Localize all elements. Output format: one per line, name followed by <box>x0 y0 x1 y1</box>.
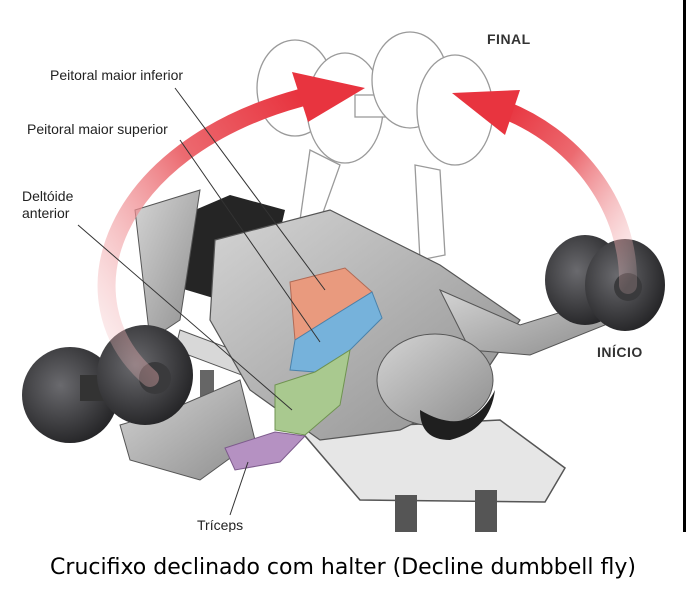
label-final: FINAL <box>487 31 531 47</box>
exercise-illustration <box>22 31 665 532</box>
muscle-triceps <box>224 431 307 471</box>
label-deltoid-line1: Deltóide <box>22 188 74 204</box>
bench <box>174 329 566 532</box>
arrow-left <box>97 89 309 387</box>
arrow-left-head <box>292 72 365 122</box>
right-frame-border <box>683 0 686 602</box>
label-deltoid-line2: anterior <box>22 205 70 221</box>
label-start: INÍCIO <box>597 344 643 360</box>
arrow-right-head <box>452 90 520 135</box>
muscle-deltoid <box>274 348 351 436</box>
caption-bar: Crucifixo declinado com halter (Decline … <box>0 532 686 602</box>
label-pec-lower: Peitoral maior inferior <box>50 67 184 83</box>
dumbbell-right <box>545 235 665 331</box>
label-pec-upper: Peitoral maior superior <box>27 121 168 137</box>
label-triceps: Tríceps <box>197 517 244 533</box>
caption-text: Crucifixo declinado com halter (Decline … <box>50 554 636 580</box>
muscle-pec-upper <box>289 291 383 373</box>
arrow-right <box>496 101 638 294</box>
leader-lines <box>77 87 326 516</box>
head <box>376 333 495 440</box>
